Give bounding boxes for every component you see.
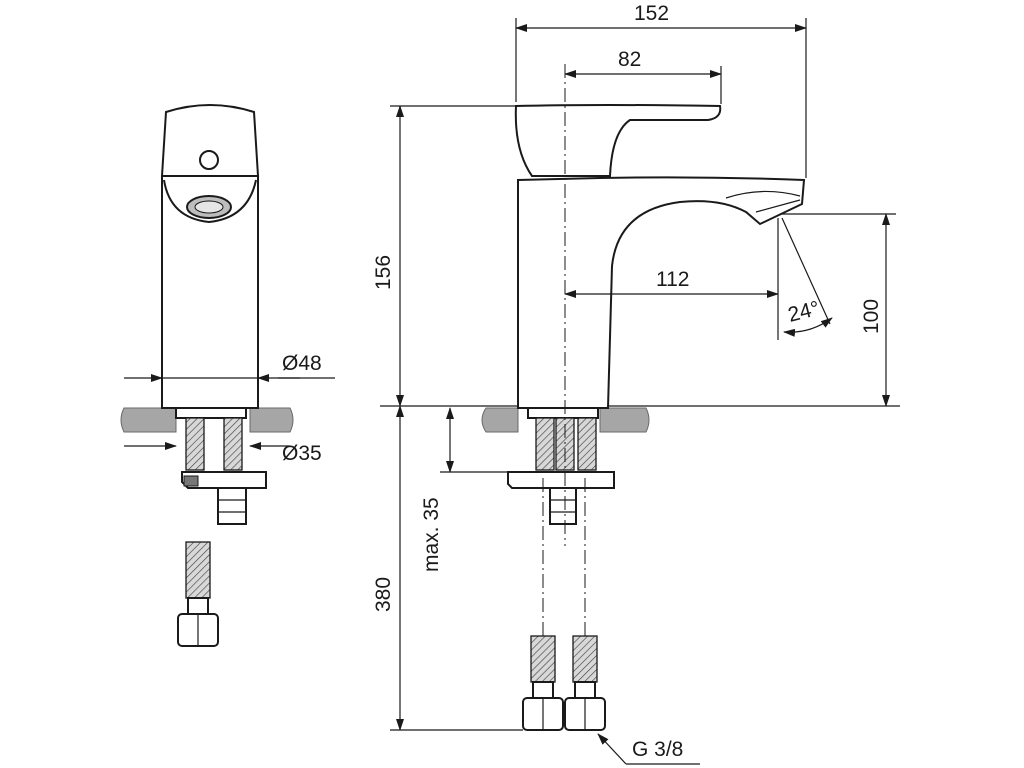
dim-spout-reach: 112 (656, 268, 689, 291)
countertop-left-a (120, 407, 177, 433)
front-base (527, 407, 599, 419)
hose-b-ferrule (574, 681, 596, 699)
spout-detail (725, 190, 801, 199)
side-plate-tab (183, 475, 199, 487)
hose-a-ferrule (532, 681, 554, 699)
countertop-right-b (599, 407, 650, 433)
hose-b (572, 635, 598, 683)
spout-outlet (755, 199, 801, 213)
thread-label: G 3/8 (632, 738, 683, 761)
front-rod-c (577, 417, 597, 471)
side-handle (160, 104, 260, 177)
front-view: 152 82 156 112 100 24° max. 35 380 G 3/8 (372, 2, 900, 765)
front-fixing-plate (507, 471, 615, 489)
dim-max-deck: max. 35 (420, 497, 443, 572)
side-connector (217, 487, 247, 525)
dim-height: 156 (372, 255, 395, 290)
hose-a (530, 635, 556, 683)
handle-indicator (199, 150, 219, 170)
dim-hose-length: 380 (372, 577, 395, 612)
side-hose (185, 541, 211, 599)
spout-body (517, 176, 806, 409)
countertop-left-b (249, 407, 294, 433)
dim-hole-diameter: Ø35 (282, 442, 322, 465)
aerator-recess (163, 179, 257, 224)
side-rod-a (185, 417, 205, 471)
dim-overall-width: 152 (634, 2, 669, 25)
dim-body-diameter: Ø48 (282, 352, 322, 375)
side-rod-b (223, 417, 243, 471)
dim-lever-depth: 82 (618, 48, 641, 71)
front-connector (549, 487, 577, 525)
side-view: Ø48 Ø35 (120, 104, 335, 647)
dim-spout-clearance: 100 (860, 299, 883, 334)
side-hose-ferrule (187, 597, 209, 615)
lever (514, 104, 722, 177)
dim-spray-angle: 24° (786, 297, 822, 327)
front-rod-a (535, 417, 555, 471)
aerator-inner (194, 200, 224, 214)
side-base (175, 407, 247, 419)
countertop-right-a (481, 407, 519, 433)
